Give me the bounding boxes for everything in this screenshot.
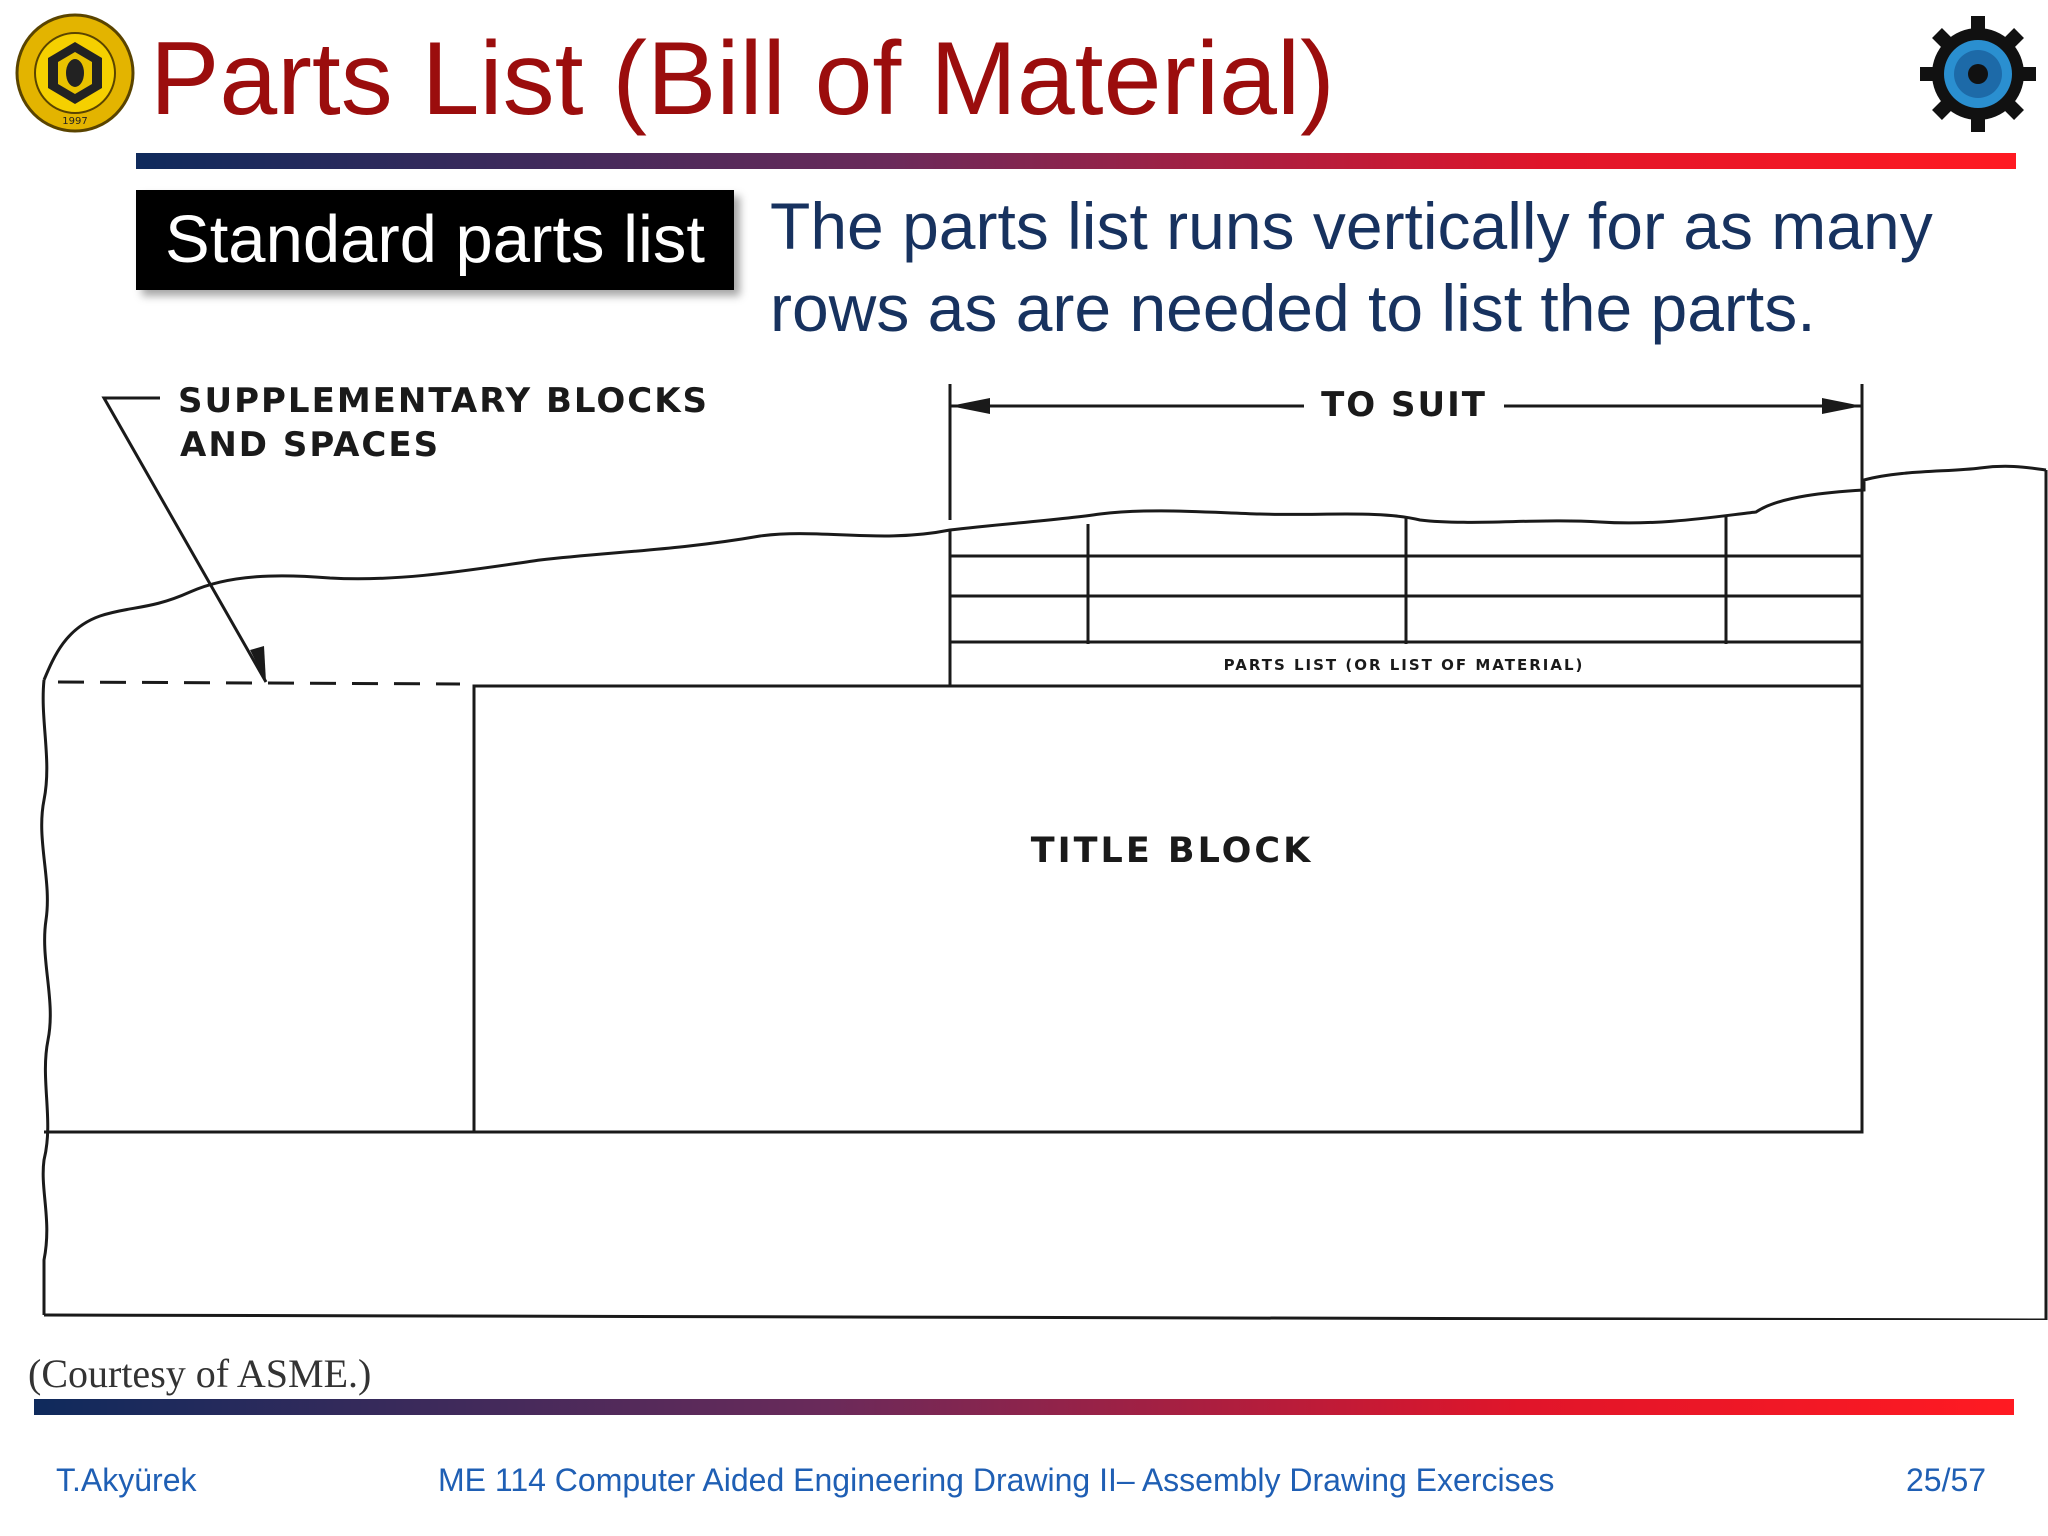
supplementary-dashed-line bbox=[57, 680, 461, 686]
courtesy-caption: (Courtesy of ASME.) bbox=[28, 1351, 372, 1396]
body-text-line-1: The parts list runs vertically for as ma… bbox=[770, 189, 1933, 263]
header-divider-bar bbox=[136, 153, 2016, 169]
to-suit-label: TO SUIT bbox=[1321, 385, 1487, 425]
arrowhead-right-icon bbox=[1822, 398, 1862, 414]
supplementary-label-line-2: AND SPACES bbox=[180, 425, 440, 465]
university-logo: 1997 bbox=[14, 12, 136, 134]
department-logo bbox=[1918, 14, 2038, 134]
parts-list-caption: PARTS LIST (OR LIST OF MATERIAL) bbox=[1224, 656, 1585, 674]
body-text-line-2: rows as are needed to list the parts. bbox=[770, 271, 1816, 345]
logo-year: 1997 bbox=[62, 116, 87, 127]
section-label: Standard parts list bbox=[136, 190, 734, 290]
parts-list-drawing: SUPPLEMENTARY BLOCKS AND SPACES TO SUIT … bbox=[40, 381, 2048, 1320]
footer-page-number: 25/57 bbox=[1906, 1462, 1987, 1498]
footer-author: T.Akyürek bbox=[56, 1462, 197, 1498]
break-line-left bbox=[40, 679, 52, 1315]
footer-divider-bar bbox=[34, 1399, 2014, 1415]
arrowhead-left-icon bbox=[950, 398, 990, 414]
slide-title: Parts List (Bill of Material) bbox=[150, 21, 1335, 137]
leader-line bbox=[101, 396, 268, 683]
arrowhead-leader-icon bbox=[250, 646, 266, 682]
footer-course-title: ME 114 Computer Aided Engineering Drawin… bbox=[438, 1462, 1555, 1498]
break-line-top bbox=[42, 464, 2047, 681]
title-block-label: TITLE BLOCK bbox=[1031, 831, 1313, 871]
title-block-rect bbox=[472, 684, 1864, 1134]
supplementary-label-line-1: SUPPLEMENTARY BLOCKS bbox=[178, 381, 709, 421]
